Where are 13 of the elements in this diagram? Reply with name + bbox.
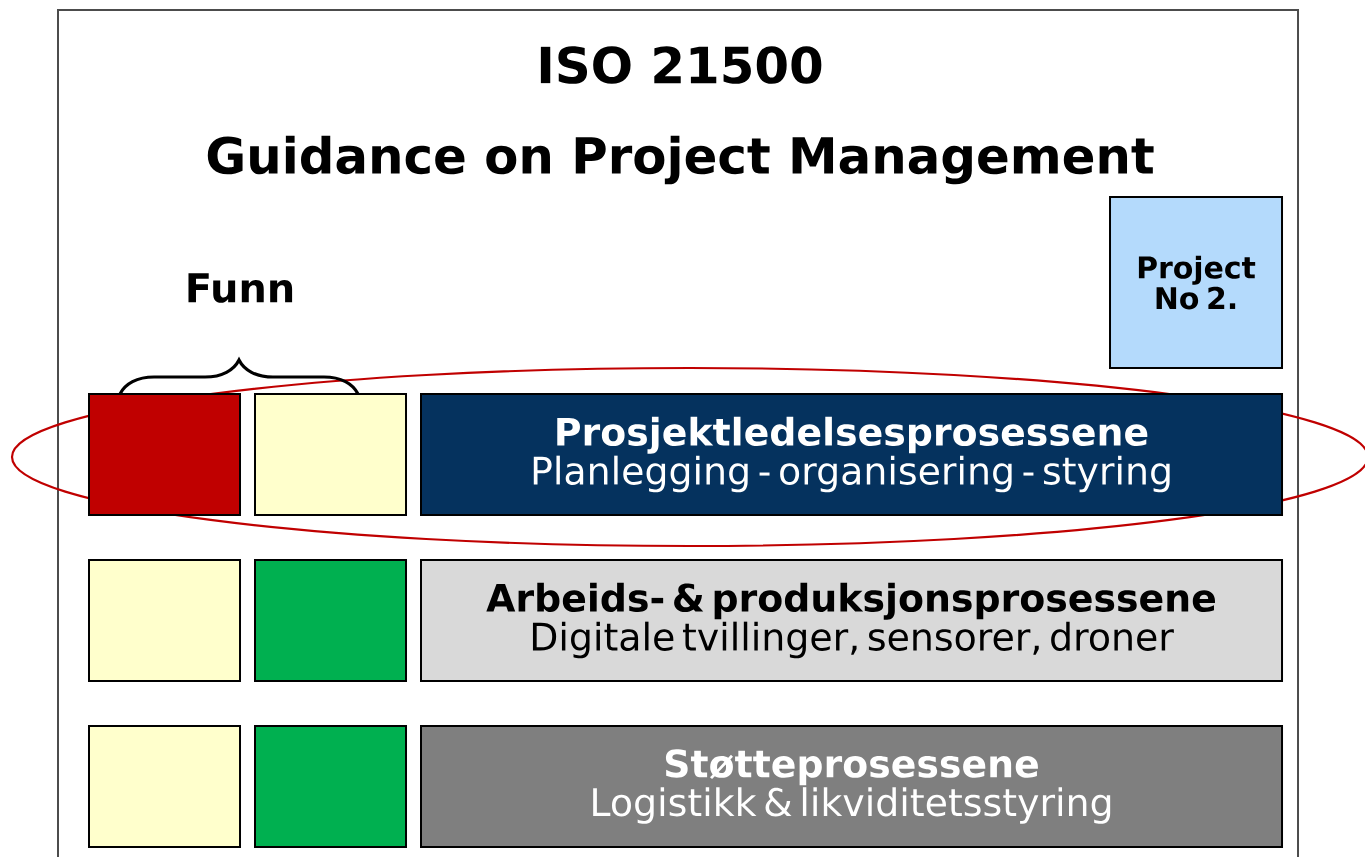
status-square xyxy=(254,559,407,682)
subtitle: Guidance on Project Management xyxy=(207,135,1154,185)
process-band: Prosjektledelsesprosessene Planlegging - organisering - styring xyxy=(420,393,1284,516)
project-box: Project No 2. xyxy=(1109,196,1283,369)
status-square xyxy=(88,725,241,848)
status-square xyxy=(254,393,407,516)
bracket-label: Funn xyxy=(188,273,293,303)
process-band: Arbeids- & produksjonsprosessene Digitale tvillinger, sensorer, droner xyxy=(420,559,1284,682)
status-square xyxy=(88,393,241,516)
status-square xyxy=(88,559,241,682)
title: ISO 21500 xyxy=(540,46,822,84)
process-band: Støtteprosessene Logistikk & likviditetsstyring xyxy=(420,725,1284,848)
status-square xyxy=(254,725,407,848)
